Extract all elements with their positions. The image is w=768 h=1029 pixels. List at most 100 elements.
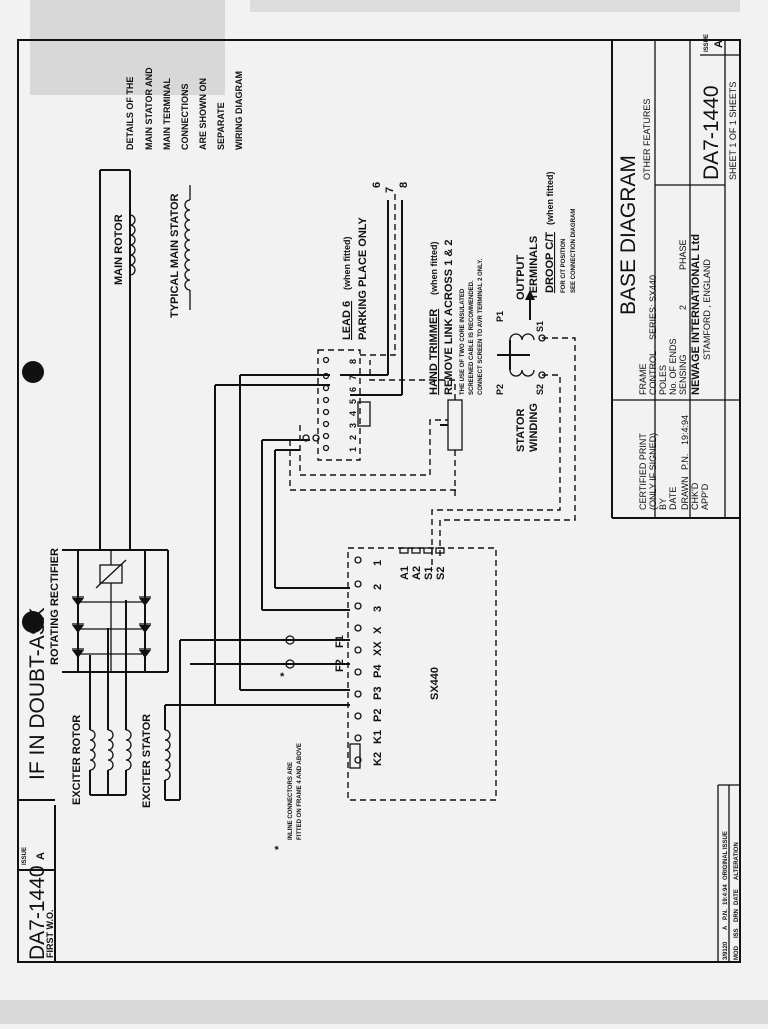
rev-mod: 3/9120: [723, 941, 729, 960]
other-features-label: OTHER FEATURES: [642, 99, 652, 180]
lead6-suffix: (when fitted): [342, 237, 352, 291]
s1-label: S1: [535, 321, 545, 332]
rotating-rectifier: ROTATING RECTIFIER: [49, 170, 169, 673]
first-wo: FIRST W.O.: [45, 910, 55, 959]
f1-label: F1: [334, 635, 346, 648]
avr-terminal-2: 2: [372, 584, 384, 590]
details-line-6: SEPARATE: [216, 102, 226, 150]
avr-top-terminal-s2: S2: [435, 567, 447, 580]
droop-note-2: SEE CONNECTION DIAGRAM: [571, 209, 577, 293]
hand-trimmer-note: HAND TRIMMER (when fitted) REMOVE LINK A…: [428, 240, 484, 395]
avr-terminal-xx: XX: [372, 641, 384, 656]
lead-8-number: 8: [398, 182, 410, 188]
inline-star-marker: *: [280, 671, 285, 683]
avr-terminal-xx-connector: [354, 646, 362, 654]
lead6-title: LEAD 6: [341, 301, 353, 340]
details-line-7: WIRING DIAGRAM: [234, 71, 244, 150]
avr-terminal-p3-connector: [354, 690, 362, 698]
terminal-block-6: 6: [348, 387, 358, 392]
details-line-4: CONNECTIONS: [180, 83, 190, 150]
main-stator-label: TYPICAL MAIN STATOR: [169, 193, 181, 318]
avr-wiring: *: [190, 374, 350, 706]
terminal-block-8-pin: [322, 356, 330, 364]
hand-trimmer-suffix: (when fitted): [429, 242, 439, 296]
phase-label: PHASE: [678, 239, 688, 270]
terminal-block-7-pin: [322, 372, 330, 380]
punch-hole-top: [22, 361, 44, 383]
certified-print: CERTIFIED PRINT: [638, 433, 648, 510]
p2-label: P2: [495, 384, 505, 395]
main-rotor-label: MAIN ROTOR: [113, 214, 125, 285]
avr-terminal-k2: K2: [372, 752, 384, 766]
hand-trimmer-note-3: CONNECT SCREEN TO AVR TERMINAL 2 ONLY.: [478, 258, 484, 395]
avr-terminal-p4: P4: [372, 664, 384, 678]
avr-top-terminal-s1: S1: [423, 567, 435, 580]
terminal-block-2-pin: [322, 432, 330, 440]
s2-label: S2: [535, 384, 545, 395]
scan-edge: [0, 1000, 768, 1024]
avr-terminal-x-connector: [354, 624, 362, 632]
title-block: BASE DIAGRAM CERTIFIED PRINT (ONLY IF SI…: [611, 34, 740, 519]
p1-label: P1: [495, 311, 505, 322]
terminal-block-5: 5: [348, 399, 358, 404]
company-location: STAMFORD , ENGLAND: [702, 259, 712, 360]
left-header-strip: DA7-1440 ISSUE A FIRST W.O. IF IN DOUBT-…: [18, 607, 56, 962]
details-line-5: ARE SHOWN ON: [198, 78, 208, 150]
sheet-border: [17, 39, 741, 963]
droop-ct-suffix: (when fitted): [545, 172, 555, 226]
rev-iss: A: [723, 925, 729, 930]
sensing-label: SENSING: [678, 354, 688, 395]
avr-terminal-1: 1: [372, 560, 384, 566]
hand-trimmer-note-2: SCREENED CABLE IS RECOMMENDED.: [469, 280, 475, 395]
avr-terminal-2-connector: [354, 580, 362, 588]
title-block-doc-no: DA7-1440: [700, 85, 723, 180]
poles-label: POLES: [658, 365, 668, 395]
no-of-ends-label: No. OF ENDS: [668, 338, 678, 395]
terminal-block-1: 1: [348, 447, 358, 452]
hand-trimmer-remove-link: REMOVE LINK ACROSS 1 & 2: [443, 240, 455, 395]
avr-terminal-3-connector: [354, 602, 362, 610]
avr-terminal-1-connector: [354, 556, 362, 564]
frame-label: FRAME: [638, 364, 648, 396]
sheet-count: SHEET 1 OF 1 SHEETS: [728, 82, 738, 180]
avr-terminal-p3: P3: [372, 687, 384, 700]
avr-terminal-p2-connector: [354, 712, 362, 720]
doubt-banner: IF IN DOUBT-ASK: [26, 607, 49, 780]
avr-top-terminal-a2-pad: [411, 547, 421, 554]
terminal-block-7: 7: [348, 375, 358, 380]
details-line-3: MAIN TERMINAL: [162, 78, 172, 150]
f2-label: F2: [334, 659, 346, 672]
output-terminals-label-2: TERMINALS: [528, 236, 540, 300]
rev-header-alteration: ALTERATION: [734, 842, 740, 880]
drawn-by: P.N.: [680, 454, 690, 470]
k-link: [349, 743, 361, 769]
issue-label-left: ISSUE: [22, 847, 28, 865]
scan-edge-top: [250, 0, 740, 12]
chkd-label: CHK'D: [690, 482, 700, 510]
avr-terminal-p4-connector: [354, 668, 362, 676]
terminal-block-3: 3: [348, 423, 358, 428]
rev-header-date: DATE: [734, 889, 740, 905]
title-block-title: BASE DIAGRAM: [617, 155, 640, 315]
terminal-block-3-pin: [322, 420, 330, 428]
sensing-value: 2: [678, 305, 688, 310]
terminal-block-2: 2: [348, 435, 358, 440]
lead-6-number: 6: [371, 182, 383, 188]
stator-winding-label-2: WINDING: [528, 403, 540, 452]
avr-top-terminal-a1-pad: [399, 547, 409, 554]
avr-terminal-p2: P2: [372, 709, 384, 722]
typical-main-stator: TYPICAL MAIN STATOR: [169, 185, 191, 318]
details-line-2: MAIN STATOR AND: [144, 67, 154, 150]
terminal-block-1-pin: [322, 444, 330, 452]
by-label: BY: [658, 498, 668, 510]
appd-label: APP'D: [700, 483, 710, 510]
exciter-rotor-label: EXCITER ROTOR: [71, 715, 83, 805]
inline-note-star: *: [273, 845, 285, 850]
leads-678: 6 7 8 LEAD 6 (when fitted) PARKING PLACE…: [340, 182, 410, 396]
details-line-1: DETAILS OF THE: [125, 77, 135, 150]
rev-header-drn: DRN: [734, 909, 740, 922]
punch-hole-middle: [22, 611, 44, 633]
